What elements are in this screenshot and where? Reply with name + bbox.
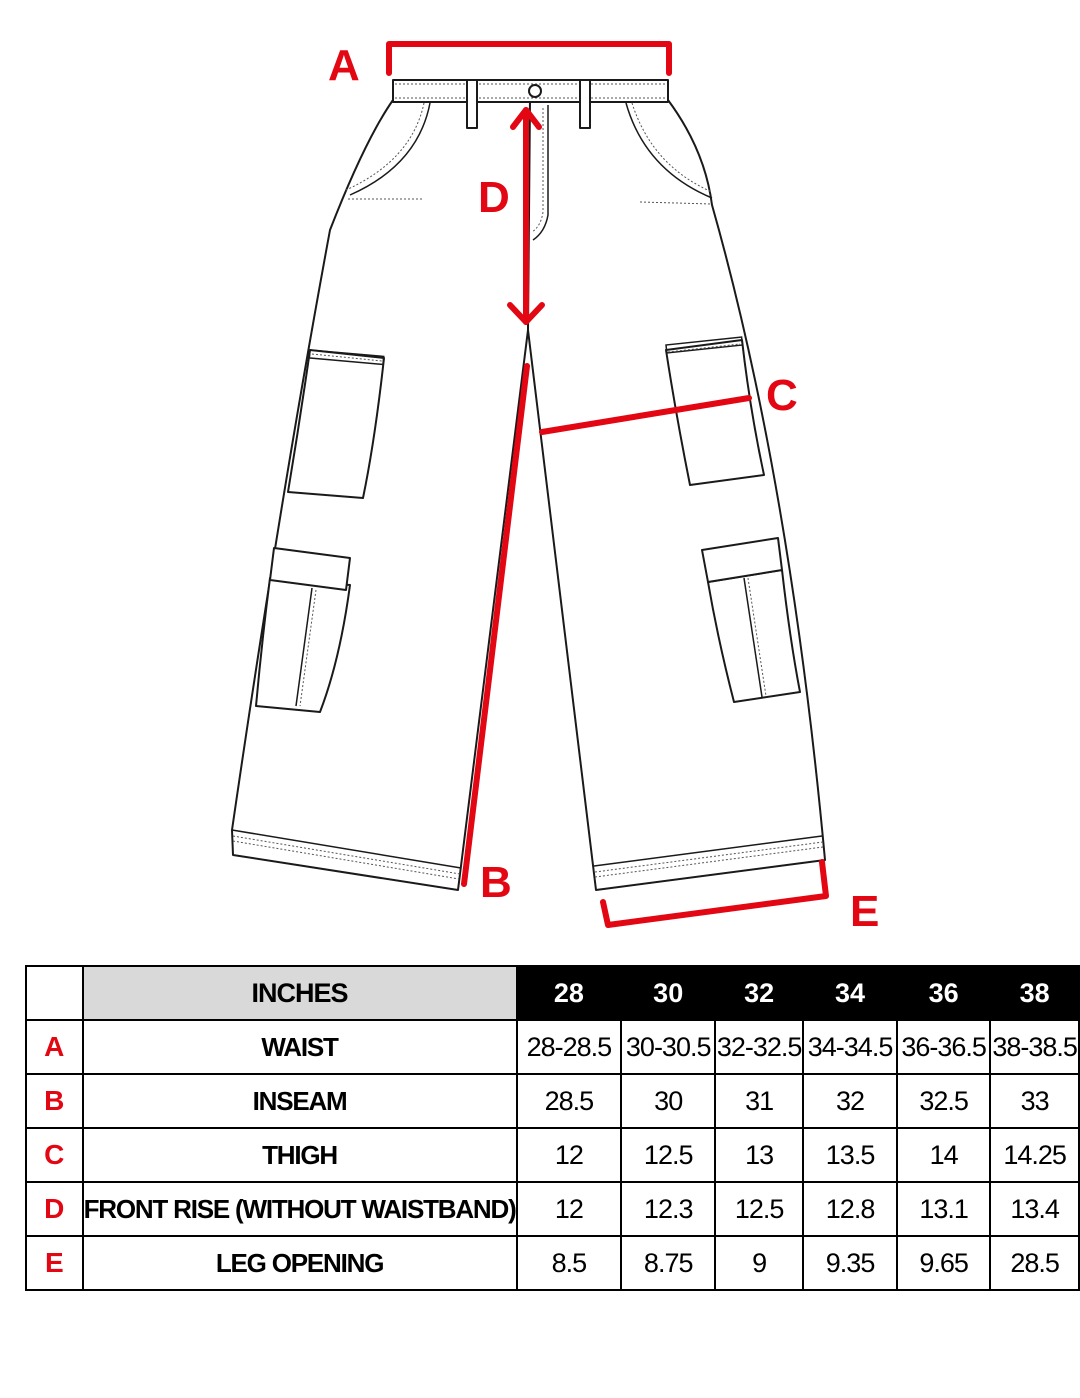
waist-measure-line [386,41,672,76]
table-cell: 31 [714,1073,805,1129]
row-name: WAIST [81,1019,518,1075]
row-name: FRONT RISE (WITHOUT WAISTBAND) [81,1181,518,1237]
table-cell: 28.5 [989,1235,1080,1291]
size-header: 28 [515,965,623,1021]
front-pocket-right [625,102,713,199]
front-pocket-left [349,102,431,196]
cargo-pocket-lower-left [255,577,351,713]
size-chart-table: INCHES 28 30 32 34 36 38 A WAIST 28-28.5… [25,965,1080,1291]
table-cell: 12 [515,1127,623,1183]
table-cell: 12.8 [802,1181,899,1237]
table-row: D FRONT RISE (WITHOUT WAISTBAND) 12 12.3… [25,1181,1080,1237]
front-rise-arrow-top [510,107,542,130]
table-cell: 9.35 [802,1235,899,1291]
cargo-pocket-upper-right [665,339,765,486]
leg-opening-measure-line [600,859,829,928]
table-cell: 12.5 [620,1127,717,1183]
table-cell: 14.25 [989,1127,1080,1183]
table-cell: 33 [989,1073,1080,1129]
size-header: 34 [802,965,899,1021]
table-cell: 32.5 [896,1073,992,1129]
table-row: E LEG OPENING 8.5 8.75 9 9.35 9.65 28.5 [25,1235,1080,1291]
table-cell: 13.5 [802,1127,899,1183]
table-cell: 14 [896,1127,992,1183]
waist-button [528,84,542,98]
row-name: LEG OPENING [81,1235,518,1291]
corner-cell [25,965,84,1021]
table-row: C THIGH 12 12.5 13 13.5 14 14.25 [25,1127,1080,1183]
table-row: B INSEAM 28.5 30 31 32 32.5 33 [25,1073,1080,1129]
label-e: E [850,887,879,936]
table-cell: 12.5 [714,1181,805,1237]
belt-loop-right [579,79,591,129]
label-d: D [478,173,510,222]
row-letter: E [25,1235,84,1291]
label-a: A [328,41,360,90]
label-c: C [766,371,798,420]
table-cell: 28.5 [515,1073,623,1129]
label-b: B [480,858,512,907]
unit-header: INCHES [81,965,518,1021]
size-header: 32 [714,965,805,1021]
size-header: 30 [620,965,717,1021]
table-cell: 38-38.5 [989,1019,1080,1075]
row-letter: C [25,1127,84,1183]
table-cell: 12.3 [620,1181,717,1237]
table-header-row: INCHES 28 30 32 34 36 38 [25,965,1080,1021]
cargo-flap-lower-left [269,547,351,591]
table-cell: 30 [620,1073,717,1129]
table-row: A WAIST 28-28.5 30-30.5 32-32.5 34-34.5 … [25,1019,1080,1075]
size-header: 36 [896,965,992,1021]
table-cell: 36-36.5 [896,1019,992,1075]
table-cell: 8.75 [620,1235,717,1291]
table-cell: 8.5 [515,1235,623,1291]
table-cell: 28-28.5 [515,1019,623,1075]
table-cell: 9.65 [896,1235,992,1291]
table-cell: 9 [714,1235,805,1291]
table-cell: 12 [515,1181,623,1237]
row-name: INSEAM [81,1073,518,1129]
cargo-pocket-lower-right [707,569,801,703]
table-cell: 34-34.5 [802,1019,899,1075]
right-leg-outline [527,99,826,891]
cargo-flap-lower-right [701,537,783,583]
row-letter: A [25,1019,84,1075]
cargo-pocket-upper-left [287,349,385,499]
thigh-measure-line [539,395,752,435]
table-cell: 13 [714,1127,805,1183]
table-cell: 30-30.5 [620,1019,717,1075]
size-header: 38 [989,965,1080,1021]
belt-loop-left [466,79,478,129]
pants-measurement-diagram: A D C B E [231,41,879,936]
front-rise-arrow-bottom [507,302,545,325]
table-cell: 13.1 [896,1181,992,1237]
inseam-measure-line [461,363,530,887]
row-name: THIGH [81,1127,518,1183]
table-cell: 32-32.5 [714,1019,805,1075]
row-letter: D [25,1181,84,1237]
table-cell: 13.4 [989,1181,1080,1237]
table-cell: 32 [802,1073,899,1129]
row-letter: B [25,1073,84,1129]
